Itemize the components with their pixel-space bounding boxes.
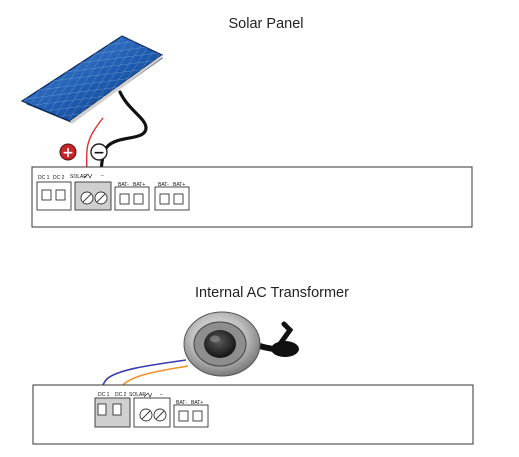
ac-solar-label: SOLAR <box>129 392 146 398</box>
bat-plus-label-1: BAT+ <box>133 182 145 188</box>
bat-plus-label-2: BAT+ <box>173 182 185 188</box>
ac-bat-minus-label: BAT- <box>176 400 187 406</box>
plus-sign: + <box>62 145 74 161</box>
ac-diagram: Internal AC Transformer DC 1 DC 2 SOLAR … <box>32 285 474 445</box>
battery-terminal-block-2 <box>154 186 190 211</box>
ac-transformer-title: Internal AC Transformer <box>195 285 349 301</box>
bat-minus-label-2: BAT- <box>158 182 169 188</box>
ac-battery-terminal-block <box>173 404 209 428</box>
solar-label: SOLAR <box>70 174 87 180</box>
solar-terminal-block <box>74 181 112 211</box>
battery-terminal-block-1 <box>114 186 150 211</box>
solar-diagram: Solar Panel + − DC 1 DC 2 SOLAR – <box>20 16 473 228</box>
bat-minus-label-1: BAT- <box>118 182 129 188</box>
ac-dc-connector-block <box>94 397 131 428</box>
ac-dc2-label: DC 2 <box>115 392 127 398</box>
dc2-label: DC 2 <box>53 175 65 181</box>
solar-panel-icon <box>20 35 164 124</box>
positive-terminal-badge: + <box>59 143 77 161</box>
minus-sign: − <box>93 145 105 161</box>
solar-minus-mark: – <box>101 173 104 179</box>
ac-solar-minus-mark: – <box>160 392 163 398</box>
solar-panel-title: Solar Panel <box>229 16 304 32</box>
dc1-label: DC 1 <box>38 175 50 181</box>
ac-bat-plus-label: BAT+ <box>191 400 203 406</box>
ac-solar-terminal-block <box>133 397 171 428</box>
ac-transformer-icon <box>183 311 299 377</box>
dc-connector-block <box>36 181 72 211</box>
ac-dc1-label: DC 1 <box>98 392 110 398</box>
panel-cable <box>99 90 148 178</box>
negative-terminal-badge: − <box>90 143 108 161</box>
